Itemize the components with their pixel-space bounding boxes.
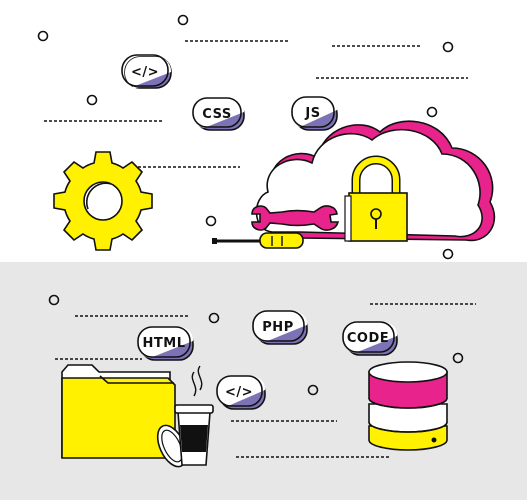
- css-badge: CSS: [192, 97, 245, 131]
- code-badge: CODE: [342, 321, 398, 356]
- code-tag-badge-top: </>: [121, 54, 172, 89]
- code-tag-label-bottom: </>: [225, 385, 253, 400]
- gear-icon: [53, 151, 153, 251]
- code-tag-badge-bottom: </>: [216, 375, 266, 410]
- css-label: CSS: [202, 107, 231, 122]
- code-label: CODE: [347, 331, 389, 346]
- padlock-icon: [344, 155, 408, 242]
- html-label: HTML: [143, 336, 186, 351]
- folder-icon: [61, 364, 176, 459]
- decorative-circles-bottom: [48, 294, 464, 396]
- wrench-icon: [251, 205, 340, 231]
- decorative-dotted-lines-top: [44, 40, 468, 168]
- database-icon: [368, 361, 448, 451]
- js-label: JS: [304, 106, 320, 121]
- decorative-dotted-lines-bottom: [55, 303, 476, 458]
- js-badge: JS: [291, 96, 338, 131]
- php-badge: PHP: [252, 310, 308, 345]
- code-tag-label-top: </>: [131, 65, 159, 80]
- screwdriver-icon: [212, 232, 304, 249]
- decorative-circles-top: [37, 14, 454, 260]
- coffee-cup-icon: [156, 365, 214, 468]
- php-label: PHP: [262, 320, 293, 335]
- html-badge: HTML: [137, 326, 194, 361]
